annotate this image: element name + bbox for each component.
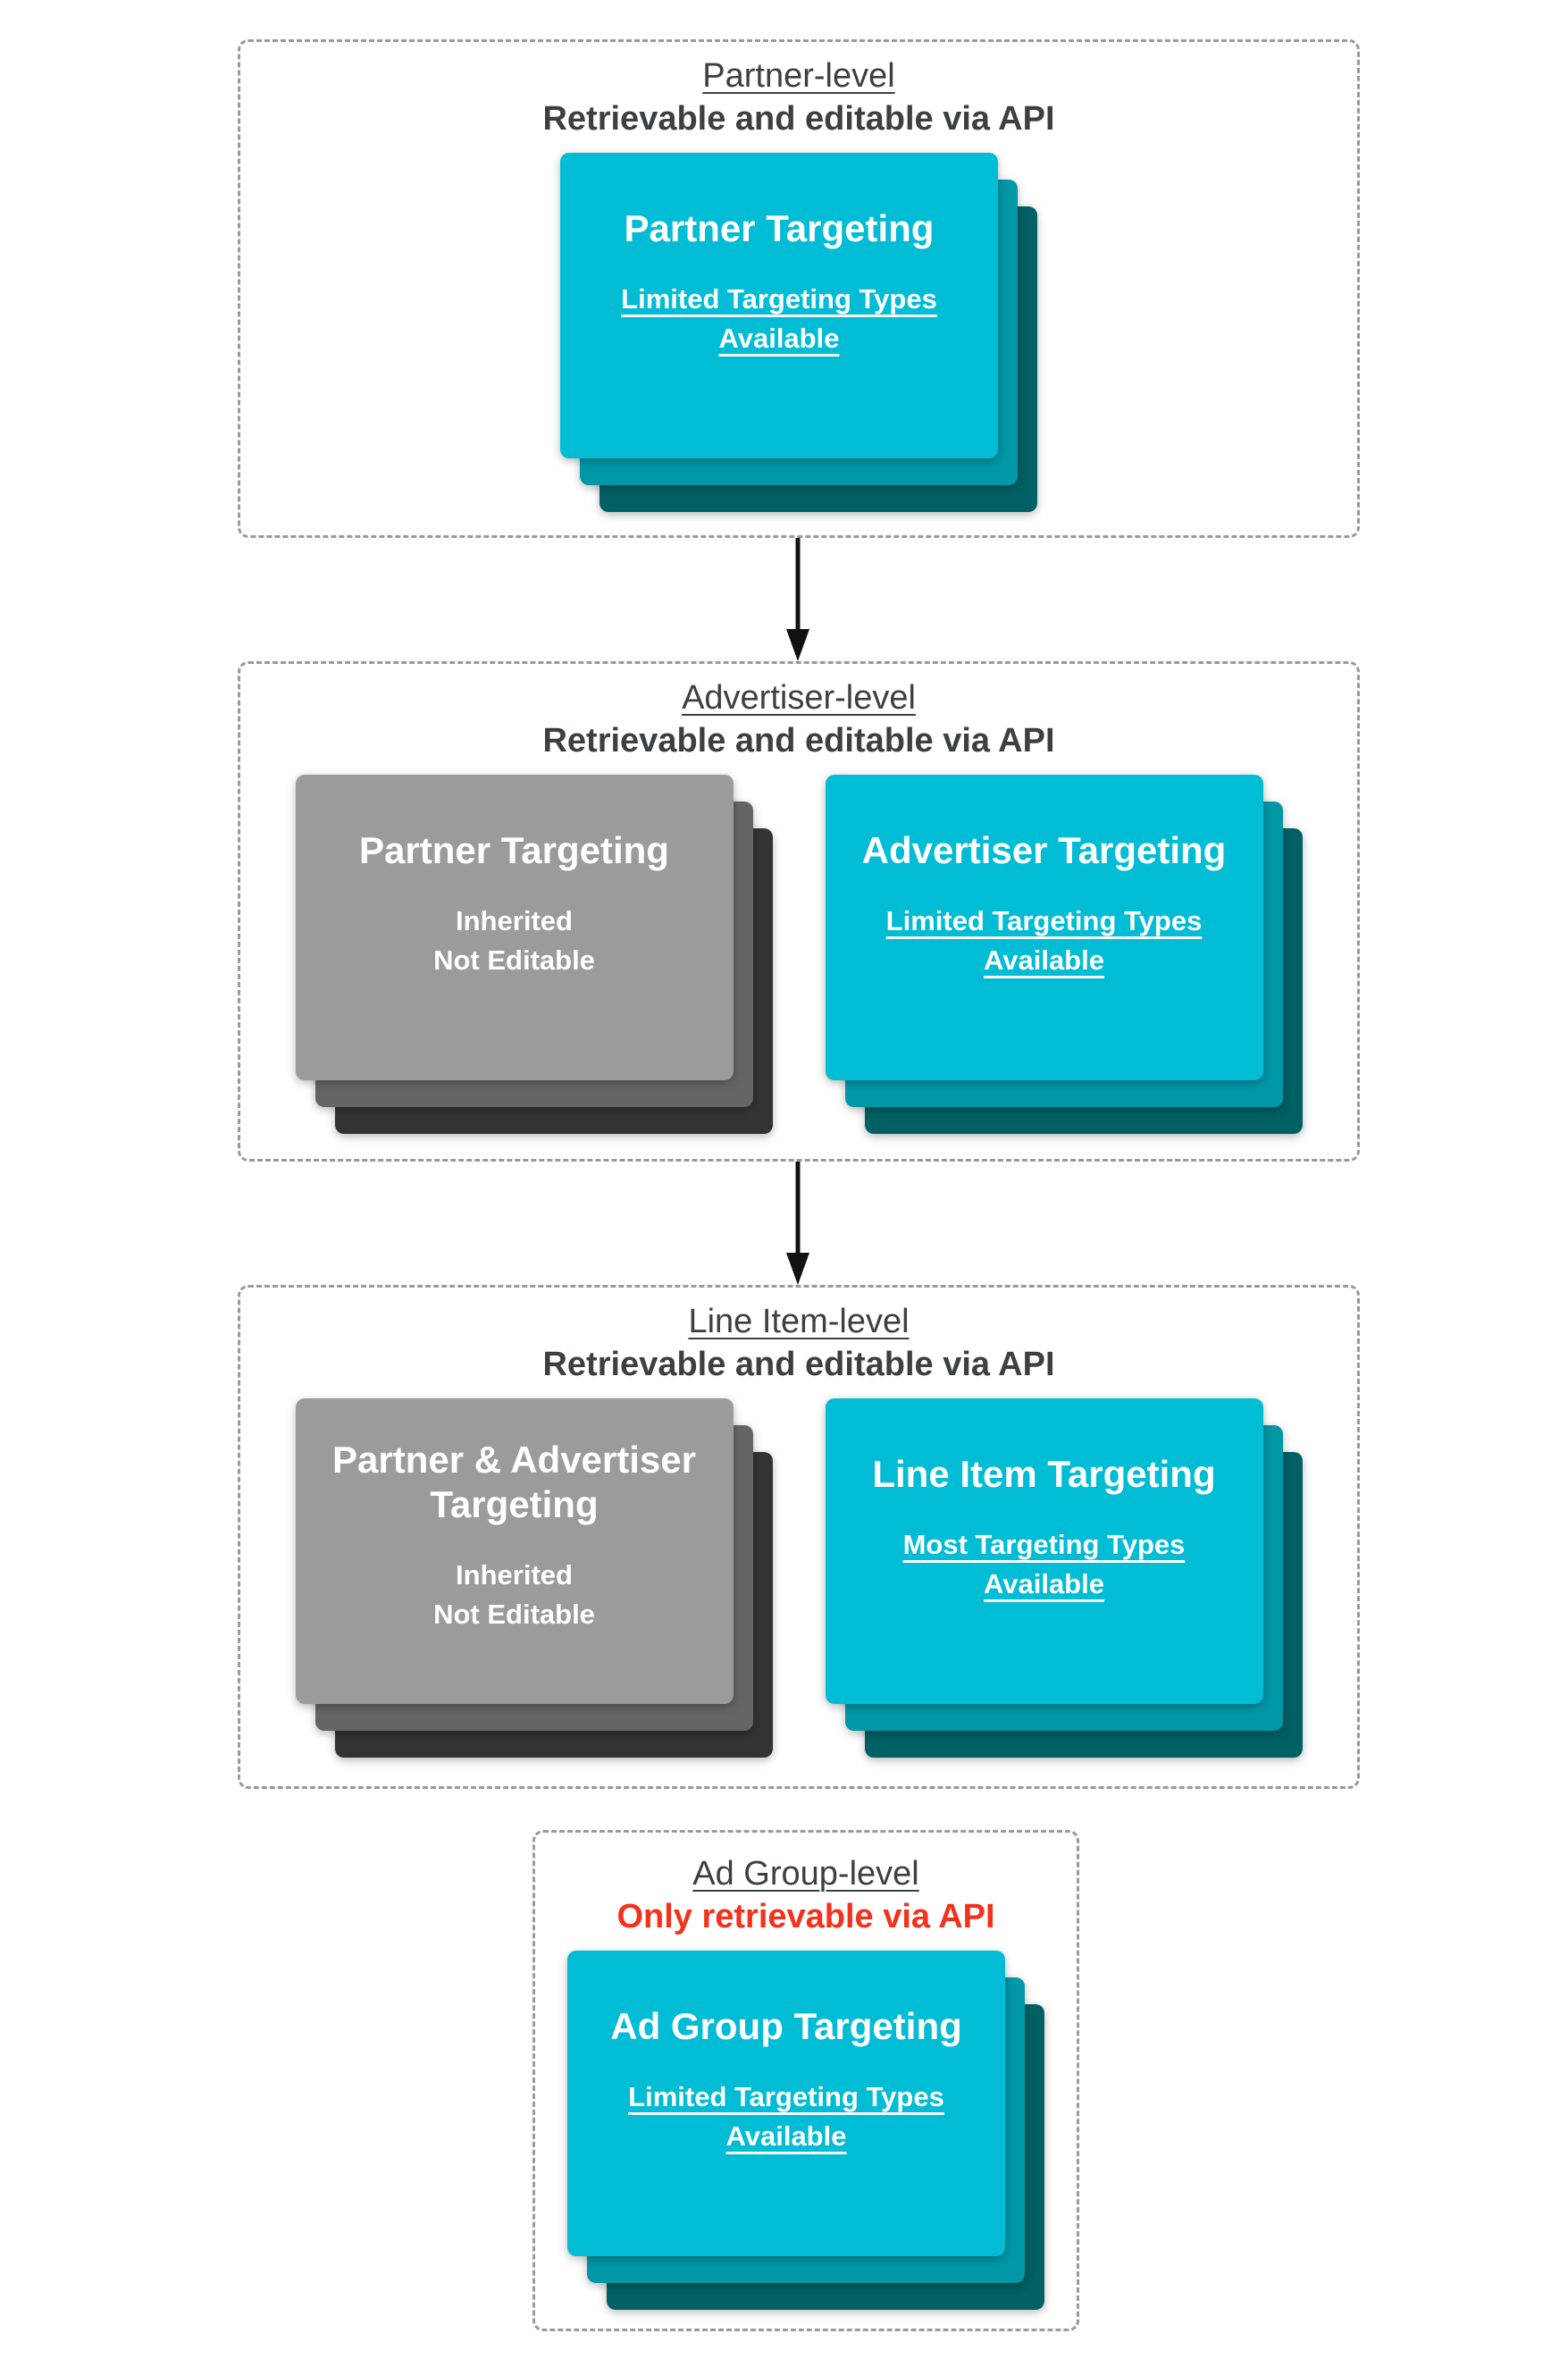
card-subtitle: Inherited Not Editable [433,905,595,976]
card-title: Partner Targeting [359,829,669,871]
card-partner-targeting-inherited: Partner Targeting Inherited Not Editable [295,775,734,1080]
card-ad-group-targeting: Ad Group Targeting Limited Targeting Typ… [567,1951,1005,2256]
section-box-line-item-level: Line Item-level Retrievable and editable… [238,1285,1360,1789]
card-stacks-row: Partner Targeting Limited Targeting Type… [560,153,1037,512]
card-stack-inherited-partner-advertiser-targeting: Partner & Advertiser Targeting Inherited… [295,1398,773,1758]
section-subtitle: Retrievable and editable via API [542,722,1055,760]
card-stack-inherited-partner-targeting: Partner Targeting Inherited Not Editable [295,775,773,1134]
section-header: Advertiser-level Retrievable and editabl… [542,676,1054,762]
card-subtitle: Most Targeting Types Available [902,1529,1186,1599]
card-stack-line-item-targeting: Line Item Targeting Most Targeting Types… [825,1398,1303,1758]
card-partner-targeting: Partner Targeting Limited Targeting Type… [560,153,998,458]
card-stacks-row: Partner Targeting Inherited Not Editable… [295,775,1303,1134]
card-partner-advertiser-targeting-inherited: Partner & Advertiser Targeting Inherited… [295,1398,734,1704]
section-title: Partner-level [702,57,895,95]
section-box-ad-group-level: Ad Group-level Only retrievable via API … [532,1830,1079,2331]
card-subtitle: Limited Targeting Types Available [885,905,1203,976]
section-box-advertiser-level: Advertiser-level Retrievable and editabl… [238,661,1360,1162]
card-subtitle: Limited Targeting Types Available [628,2081,944,2152]
card-stacks-row: Ad Group Targeting Limited Targeting Typ… [567,1951,1044,2310]
card-stacks-row: Partner & Advertiser Targeting Inherited… [295,1398,1303,1758]
section-subtitle: Retrievable and editable via API [542,1346,1055,1383]
section-header: Ad Group-level Only retrievable via API [616,1852,994,1938]
section-header: Line Item-level Retrievable and editable… [542,1300,1054,1386]
card-stack-partner-targeting: Partner Targeting Limited Targeting Type… [560,153,1037,512]
arrow-down-icon [786,538,809,661]
card-title: Line Item Targeting [872,1453,1216,1495]
card-advertiser-targeting: Advertiser Targeting Limited Targeting T… [825,775,1263,1080]
card-stack-advertiser-targeting: Advertiser Targeting Limited Targeting T… [825,775,1303,1134]
card-title: Advertiser Targeting [861,829,1227,871]
section-title: Line Item-level [688,1303,910,1340]
section-header: Partner-level Retrievable and editable v… [542,55,1054,140]
section-subtitle: Only retrievable via API [616,1898,995,1935]
section-subtitle: Retrievable and editable via API [542,100,1055,138]
card-subtitle: Limited Targeting Types Available [621,283,937,354]
card-title: Partner & Advertiser Targeting [332,1439,696,1525]
section-title: Ad Group-level [692,1855,919,1893]
section-title: Advertiser-level [682,679,916,717]
card-line-item-targeting: Line Item Targeting Most Targeting Types… [825,1398,1263,1704]
card-subtitle: Inherited Not Editable [433,1559,595,1630]
arrow-down-icon [786,1162,809,1285]
card-title: Partner Targeting [624,207,935,249]
section-box-partner-level: Partner-level Retrievable and editable v… [238,39,1360,538]
card-title: Ad Group Targeting [610,2005,962,2047]
card-stack-ad-group-targeting: Ad Group Targeting Limited Targeting Typ… [567,1951,1044,2310]
